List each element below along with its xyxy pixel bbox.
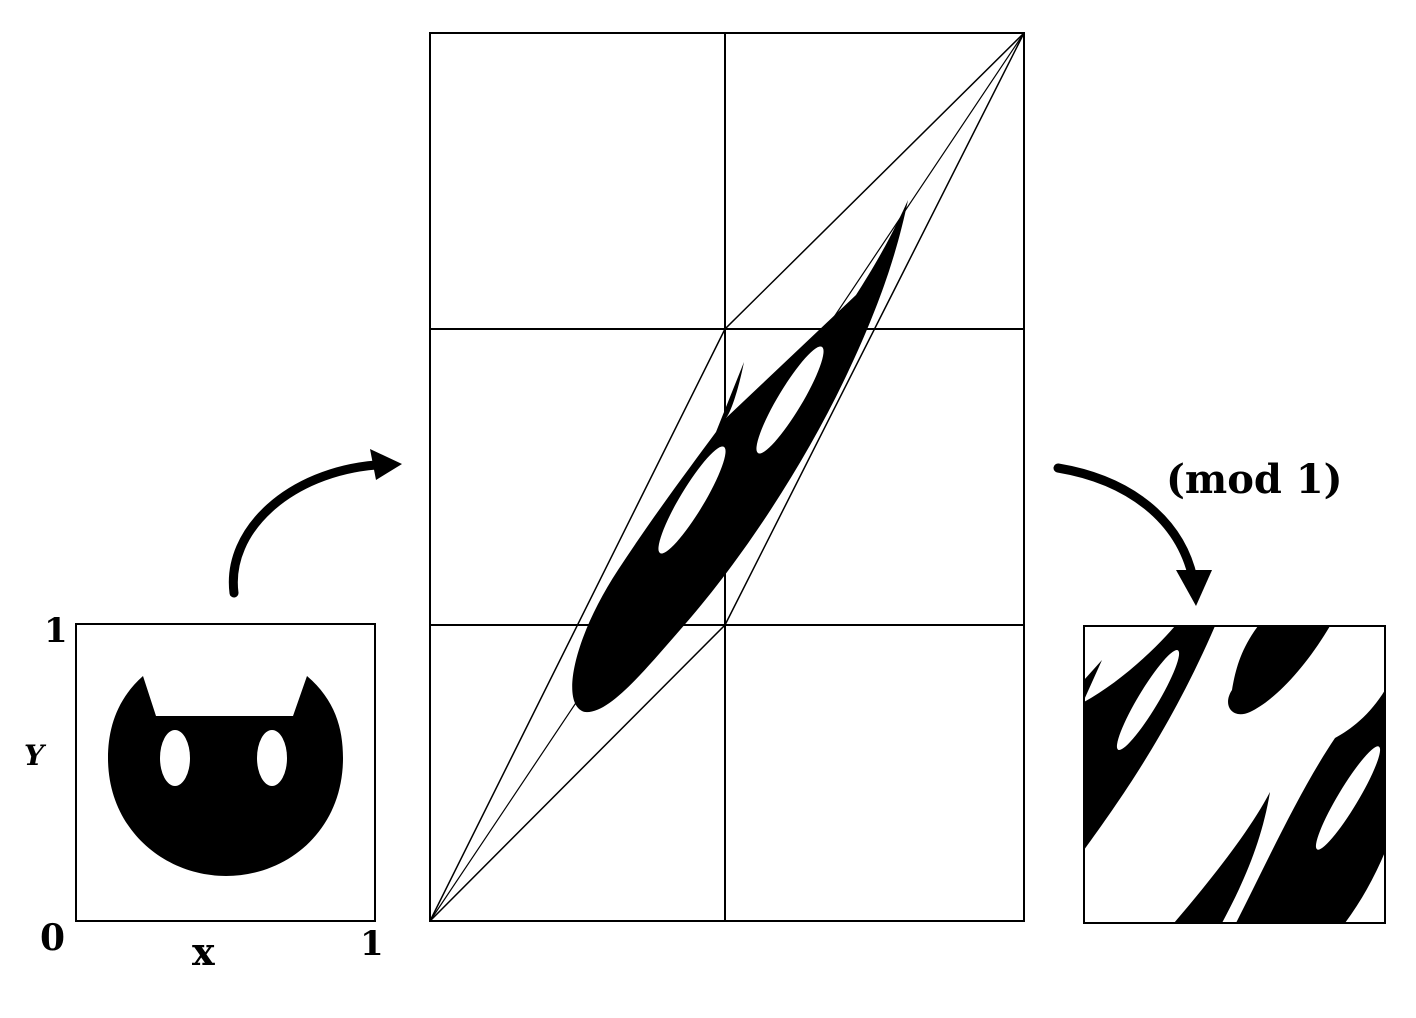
mapped-square-parallelogram bbox=[429, 32, 1025, 922]
y-axis-label: Y bbox=[24, 739, 47, 772]
stretched-cat-grid bbox=[429, 32, 1025, 922]
stretched-cat-eye-right bbox=[756, 346, 824, 454]
wrapped-piece-spike bbox=[1084, 660, 1102, 700]
map-arrow bbox=[228, 449, 402, 598]
wrapped-cat-square bbox=[1083, 625, 1386, 924]
wrapped-square-frame bbox=[1083, 625, 1386, 924]
origin-label: 0 bbox=[40, 917, 65, 959]
cat-eye-left bbox=[160, 730, 190, 786]
mod-label: (mod 1) bbox=[1166, 456, 1343, 503]
wrapped-piece-lower-left bbox=[1084, 626, 1215, 850]
y-max-label: 1 bbox=[44, 611, 68, 651]
cat-eye-right bbox=[257, 730, 287, 786]
wrapped-eye-1 bbox=[1116, 650, 1180, 750]
mod-arrow-head bbox=[1176, 570, 1212, 606]
wrapped-piece-bottom-spike bbox=[1174, 792, 1270, 923]
stretched-cat bbox=[572, 200, 908, 713]
x-max-label: 1 bbox=[360, 924, 384, 964]
x-axis-label: x bbox=[192, 929, 215, 974]
wrapped-piece-top-blob bbox=[1228, 626, 1330, 715]
mod-arrow-curve bbox=[1053, 463, 1198, 583]
mod-arrow bbox=[1053, 463, 1212, 606]
stretched-cat-eye-left bbox=[658, 446, 726, 554]
original-cat-square: 0 1 1 x Y bbox=[24, 611, 384, 974]
map-arrow-head bbox=[370, 449, 402, 480]
cat-face bbox=[108, 676, 343, 876]
wrapped-eye-2 bbox=[1315, 746, 1381, 850]
wrapped-cat-pieces bbox=[1084, 626, 1385, 923]
cat-head bbox=[108, 676, 343, 876]
stretched-cat-body bbox=[572, 200, 908, 713]
map-arrow-curve bbox=[228, 460, 381, 598]
wrapped-piece-right-band bbox=[1236, 690, 1385, 923]
